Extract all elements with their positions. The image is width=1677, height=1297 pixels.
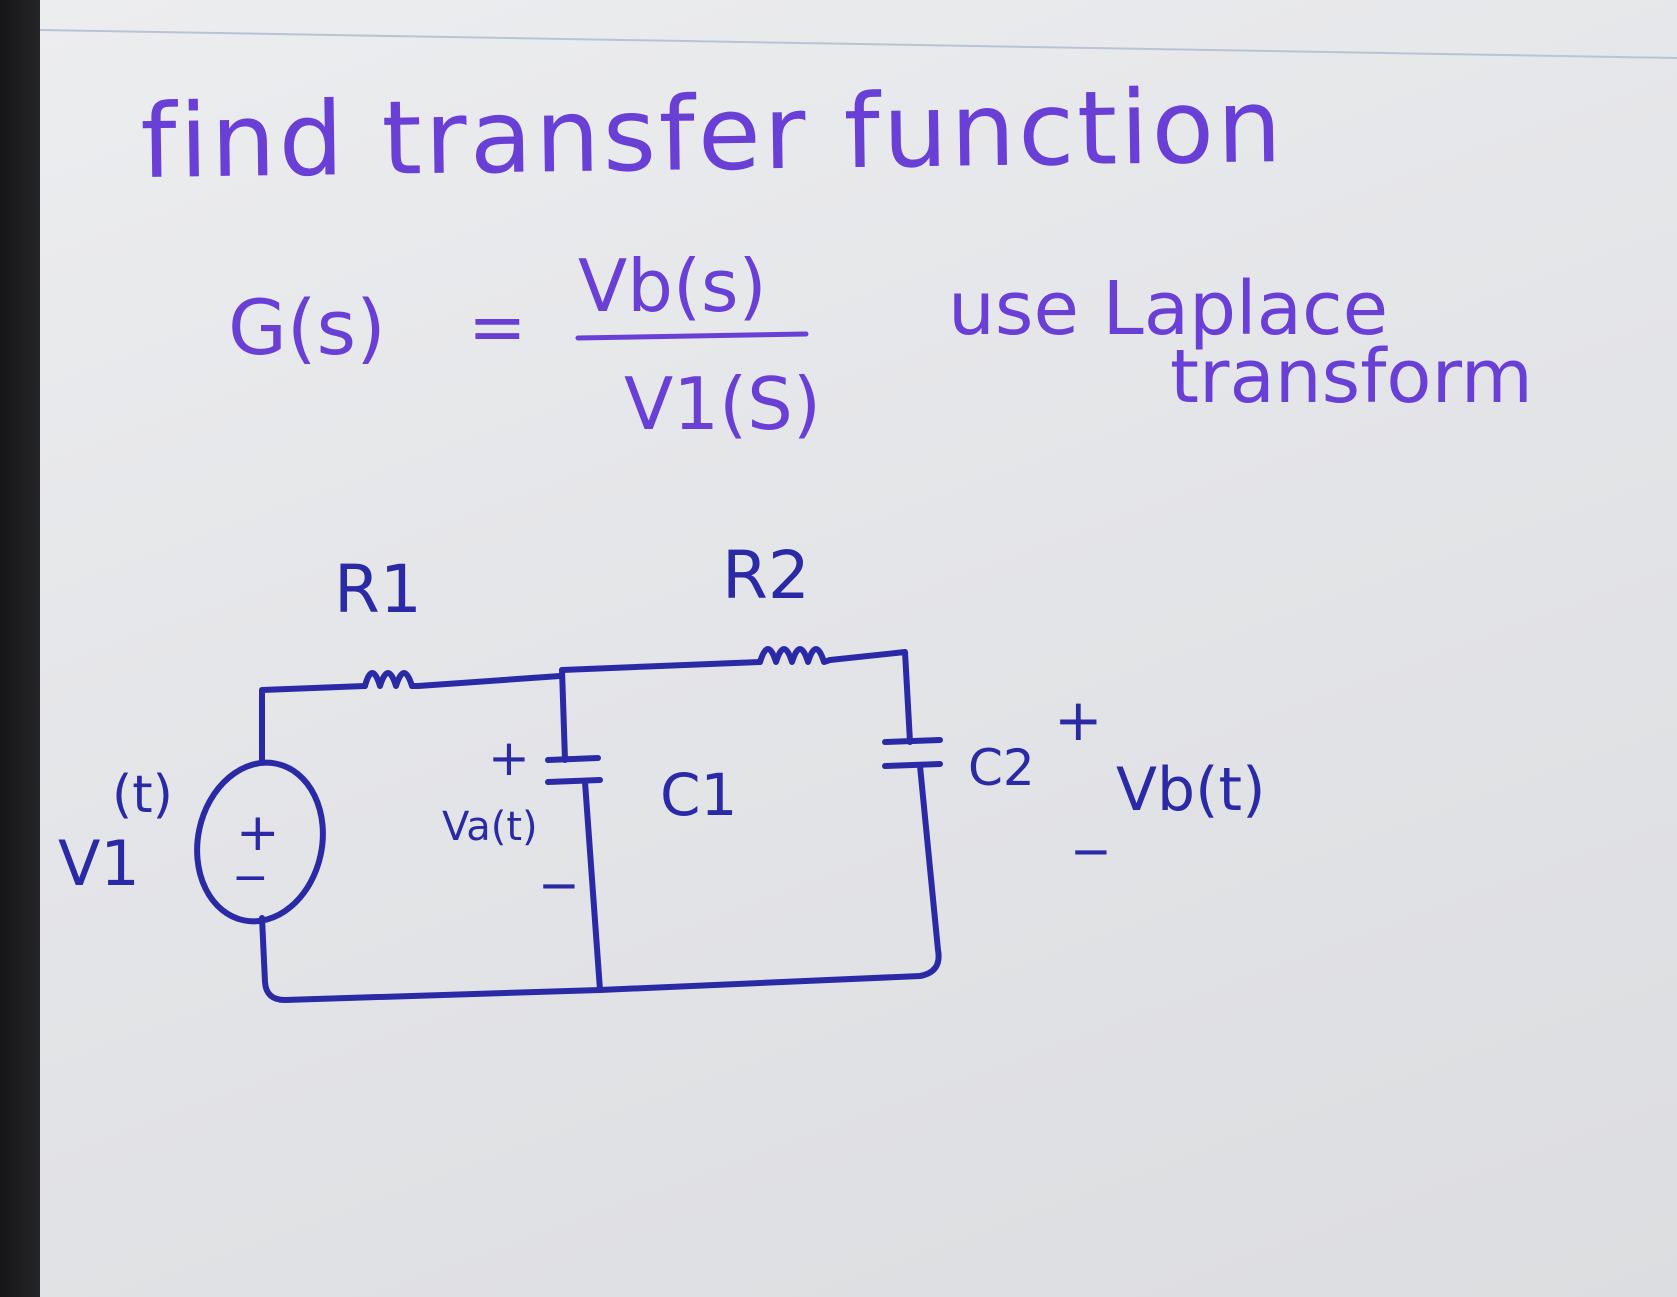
voltage-source-circle [194,759,326,925]
source-label: V1 [58,827,140,900]
laplace-note-line-2: transform [1170,334,1533,420]
c2-label: C2 [968,739,1035,797]
screen-top-edge [40,29,1677,59]
c1-plus: + [488,729,530,787]
transfer-function-numerator: Vb(s) [578,244,767,328]
transfer-function-lhs: G(s) [228,283,386,372]
wire-bottom-to-source [259,915,603,1003]
wire-source-to-r1 [259,683,368,763]
c2-plate-top [882,737,943,745]
wire-c2-to-bottom [597,763,942,993]
c2-voltage-label: Vb(t) [1116,755,1265,825]
source-minus: − [232,852,269,903]
wire-r2-to-c2 [827,649,913,745]
c1-voltage-label: Va(t) [442,804,538,850]
resistor-r1 [362,670,421,689]
wire-node-to-r2 [559,659,763,673]
monitor-bezel [0,0,40,1297]
transfer-function-denominator: V1(S) [624,362,821,446]
wire-c1-to-bottom [582,779,603,993]
wire-node-to-c1 [559,667,568,763]
c1-plate-bottom [545,777,603,785]
c1-plate-top [545,755,601,763]
fraction-bar [575,331,809,341]
wire-r1-to-node [415,673,563,689]
edge-line [40,29,1677,59]
equals-sign: = [468,286,527,368]
c2-minus: − [1070,822,1112,880]
c2-plate-bottom [882,761,943,769]
r1-label: R1 [334,551,422,628]
resistor-r2 [757,646,833,665]
c2-plus: + [1054,686,1103,754]
source-superscript: (t) [112,765,173,825]
r2-label: R2 [722,537,810,614]
source-plus: + [236,803,280,863]
laplace-note-line-1: use Laplace [948,266,1389,352]
c1-minus: − [538,856,580,914]
screen-background [40,0,1677,1297]
c1-label: C1 [660,761,737,829]
